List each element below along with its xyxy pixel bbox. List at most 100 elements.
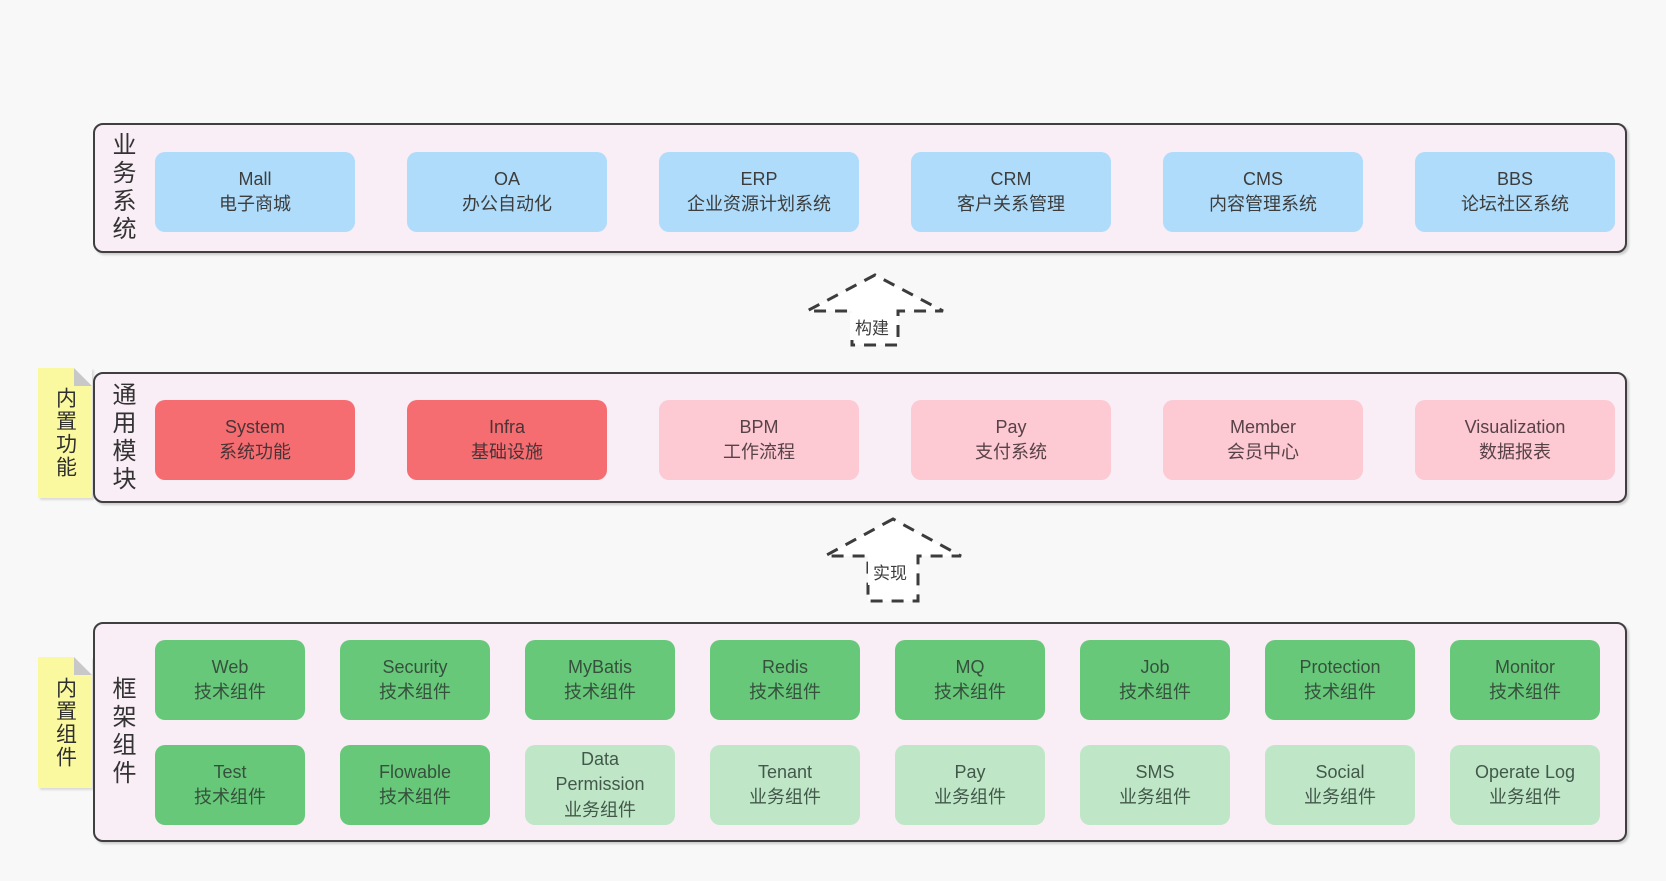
box-title: Operate Log bbox=[1474, 761, 1576, 782]
box-operate-log: Operate Log 业务组件 bbox=[1450, 745, 1600, 825]
framework-components-row-1: Web 技术组件 Security 技术组件 MyBatis 技术组件 Redi… bbox=[155, 640, 1600, 720]
box-title: Pay bbox=[954, 761, 986, 782]
box-web: Web 技术组件 bbox=[155, 640, 305, 720]
box-subtitle: 电子商城 bbox=[219, 194, 291, 214]
arrow-implement-label: 实现 bbox=[868, 558, 912, 585]
box-subtitle: 会员中心 bbox=[1227, 442, 1299, 462]
box-cms: CMS 内容管理系统 bbox=[1163, 152, 1363, 232]
box-subtitle: 技术组件 bbox=[1119, 682, 1191, 702]
box-title: Monitor bbox=[1494, 656, 1556, 677]
business-systems-label: 业务系统 bbox=[108, 132, 135, 244]
box-system: System 系统功能 bbox=[155, 400, 355, 480]
box-subtitle: 支付系统 bbox=[975, 442, 1047, 462]
box-erp: ERP 企业资源计划系统 bbox=[659, 152, 859, 232]
box-title: Data Permission bbox=[555, 749, 645, 795]
box-title: Test bbox=[213, 761, 247, 782]
box-title: Infra bbox=[488, 416, 526, 437]
box-subtitle: 技术组件 bbox=[564, 682, 636, 702]
box-subtitle: 技术组件 bbox=[379, 787, 451, 807]
box-social: Social 业务组件 bbox=[1265, 745, 1415, 825]
box-title: Mall bbox=[238, 168, 272, 189]
box-title: CMS bbox=[1243, 168, 1283, 189]
box-subtitle: 业务组件 bbox=[934, 787, 1006, 807]
builtin-components-note-label: 内置组件 bbox=[53, 676, 77, 769]
box-title: Flowable bbox=[378, 761, 452, 782]
box-title: Protection bbox=[1299, 656, 1381, 677]
box-title: BPM bbox=[739, 416, 779, 437]
box-subtitle: 技术组件 bbox=[934, 682, 1006, 702]
common-modules-label: 通用模块 bbox=[108, 381, 135, 494]
box-data-permission: Data Permission 业务组件 bbox=[525, 745, 675, 825]
box-subtitle: 客户关系管理 bbox=[957, 194, 1065, 214]
box-subtitle: 技术组件 bbox=[1304, 682, 1376, 702]
box-member: Member 会员中心 bbox=[1163, 400, 1363, 480]
box-title: BBS bbox=[1496, 168, 1534, 189]
box-crm: CRM 客户关系管理 bbox=[911, 152, 1111, 232]
box-subtitle: 技术组件 bbox=[194, 682, 266, 702]
box-subtitle: 论坛社区系统 bbox=[1461, 194, 1569, 214]
box-pay-module: Pay 支付系统 bbox=[911, 400, 1111, 480]
box-title: Redis bbox=[761, 656, 809, 677]
box-title: MyBatis bbox=[567, 656, 632, 677]
box-mybatis: MyBatis 技术组件 bbox=[525, 640, 675, 720]
framework-components-row-2: Test 技术组件 Flowable 技术组件 Data Permission … bbox=[155, 745, 1600, 825]
builtin-features-note: 内置功能 bbox=[38, 368, 92, 498]
box-job: Job 技术组件 bbox=[1080, 640, 1230, 720]
box-tenant: Tenant 业务组件 bbox=[710, 745, 860, 825]
box-oa: OA 办公自动化 bbox=[407, 152, 607, 232]
box-protection: Protection 技术组件 bbox=[1265, 640, 1415, 720]
box-subtitle: 业务组件 bbox=[1119, 787, 1191, 807]
box-title: ERP bbox=[740, 168, 778, 189]
box-security: Security 技术组件 bbox=[340, 640, 490, 720]
business-systems-row: Mall 电子商城 OA 办公自动化 ERP 企业资源计划系统 CRM 客户关系… bbox=[155, 152, 1615, 232]
folded-corner-icon bbox=[74, 657, 92, 675]
box-subtitle: 技术组件 bbox=[1489, 682, 1561, 702]
builtin-components-note: 内置组件 bbox=[38, 657, 92, 788]
box-subtitle: 业务组件 bbox=[1489, 787, 1561, 807]
box-monitor: Monitor 技术组件 bbox=[1450, 640, 1600, 720]
box-title: OA bbox=[493, 168, 520, 189]
box-subtitle: 办公自动化 bbox=[462, 194, 552, 214]
box-subtitle: 内容管理系统 bbox=[1209, 194, 1317, 214]
box-title: Pay bbox=[995, 416, 1027, 437]
box-mq: MQ 技术组件 bbox=[895, 640, 1045, 720]
box-subtitle: 技术组件 bbox=[749, 682, 821, 702]
box-title: Web bbox=[211, 656, 249, 677]
common-modules-layer: 通用模块 System 系统功能 Infra 基础设施 BPM 工作流程 Pay… bbox=[93, 372, 1627, 503]
box-bpm: BPM 工作流程 bbox=[659, 400, 859, 480]
box-infra: Infra 基础设施 bbox=[407, 400, 607, 480]
box-title: Social bbox=[1315, 761, 1365, 782]
box-title: CRM bbox=[990, 168, 1032, 189]
box-subtitle: 技术组件 bbox=[379, 682, 451, 702]
business-systems-layer: 业务系统 Mall 电子商城 OA 办公自动化 ERP 企业资源计划系统 CRM… bbox=[93, 123, 1627, 253]
box-visualization: Visualization 数据报表 bbox=[1415, 400, 1615, 480]
box-flowable: Flowable 技术组件 bbox=[340, 745, 490, 825]
box-title: Tenant bbox=[757, 761, 813, 782]
box-title: Job bbox=[1140, 656, 1170, 677]
box-sms: SMS 业务组件 bbox=[1080, 745, 1230, 825]
framework-components-label: 框架组件 bbox=[108, 676, 135, 788]
box-subtitle: 系统功能 bbox=[219, 442, 291, 462]
box-subtitle: 工作流程 bbox=[723, 442, 795, 462]
common-modules-row: System 系统功能 Infra 基础设施 BPM 工作流程 Pay 支付系统… bbox=[155, 400, 1615, 480]
box-subtitle: 业务组件 bbox=[749, 787, 821, 807]
box-mall: Mall 电子商城 bbox=[155, 152, 355, 232]
box-title: Visualization bbox=[1464, 416, 1566, 437]
framework-components-layer: 框架组件 Web 技术组件 Security 技术组件 MyBatis 技术组件… bbox=[93, 622, 1627, 842]
box-subtitle: 技术组件 bbox=[194, 787, 266, 807]
box-pay-component: Pay 业务组件 bbox=[895, 745, 1045, 825]
builtin-features-note-label: 内置功能 bbox=[53, 387, 77, 479]
box-subtitle: 基础设施 bbox=[471, 442, 543, 462]
box-subtitle: 业务组件 bbox=[1304, 787, 1376, 807]
box-title: SMS bbox=[1135, 761, 1175, 782]
up-arrow-dashed-icon bbox=[805, 272, 945, 353]
arrow-build-label: 构建 bbox=[850, 313, 894, 340]
box-subtitle: 业务组件 bbox=[564, 799, 636, 820]
box-bbs: BBS 论坛社区系统 bbox=[1415, 152, 1615, 232]
box-subtitle: 数据报表 bbox=[1479, 442, 1551, 462]
folded-corner-icon bbox=[74, 368, 92, 386]
box-title: MQ bbox=[955, 656, 985, 677]
box-title: Member bbox=[1229, 416, 1296, 437]
box-subtitle: 企业资源计划系统 bbox=[687, 194, 831, 214]
box-title: System bbox=[224, 416, 285, 437]
